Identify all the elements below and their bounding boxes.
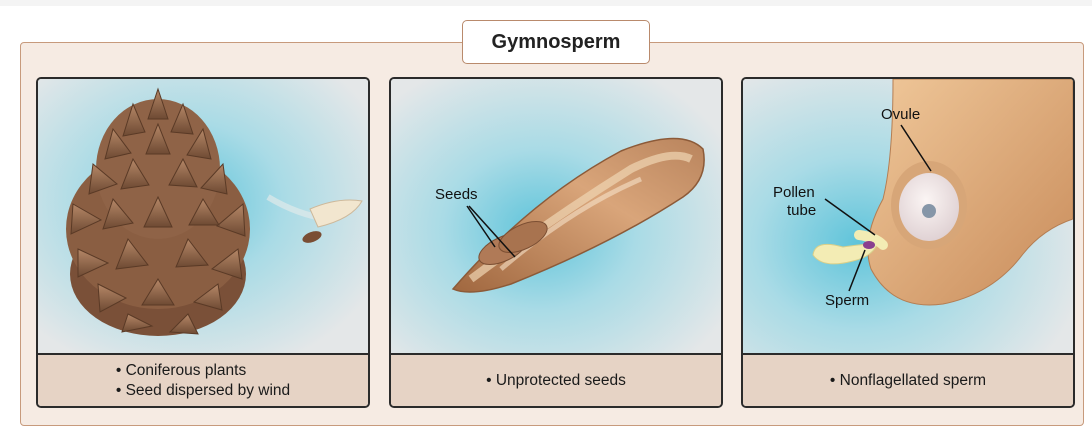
panel-coniferous: Coniferous plants Seed dispersed by wind	[36, 77, 370, 408]
label-sperm: Sperm	[825, 292, 869, 309]
diagram-title: Gymnosperm	[462, 20, 650, 64]
caption-line: Unprotected seeds	[486, 371, 626, 391]
pine-cone-icon	[66, 87, 250, 336]
ovule-illustration: Ovule Pollen tube Sperm	[743, 79, 1073, 353]
panel-illustration: Seeds	[391, 79, 721, 353]
caption-line: Nonflagellated sperm	[830, 371, 986, 391]
panel-caption: Coniferous plants Seed dispersed by wind	[38, 353, 368, 406]
caption-line: Coniferous plants	[116, 361, 290, 381]
pine-cone-illustration	[38, 79, 368, 353]
ovule-icon	[812, 79, 1073, 306]
top-strip	[0, 0, 1092, 6]
panel-caption: Unprotected seeds	[391, 353, 721, 406]
panel-illustration	[38, 79, 368, 353]
label-seeds: Seeds	[435, 186, 478, 203]
panel-caption: Nonflagellated sperm	[743, 353, 1073, 406]
cone-scale-illustration: Seeds	[391, 79, 721, 353]
caption-line: Seed dispersed by wind	[116, 381, 291, 401]
label-pollen-tube-line2: tube	[787, 202, 816, 219]
label-ovule: Ovule	[881, 106, 920, 123]
winged-seed-icon	[266, 194, 363, 243]
cone-scale-icon	[451, 137, 705, 293]
panel-unprotected-seeds: Seeds Unprotected seeds	[389, 77, 723, 408]
label-pollen-tube-line1: Pollen	[773, 184, 815, 201]
panel-nonflagellated-sperm: Ovule Pollen tube Sperm Nonflagellated s…	[741, 77, 1075, 408]
panel-illustration: Ovule Pollen tube Sperm	[743, 79, 1073, 353]
